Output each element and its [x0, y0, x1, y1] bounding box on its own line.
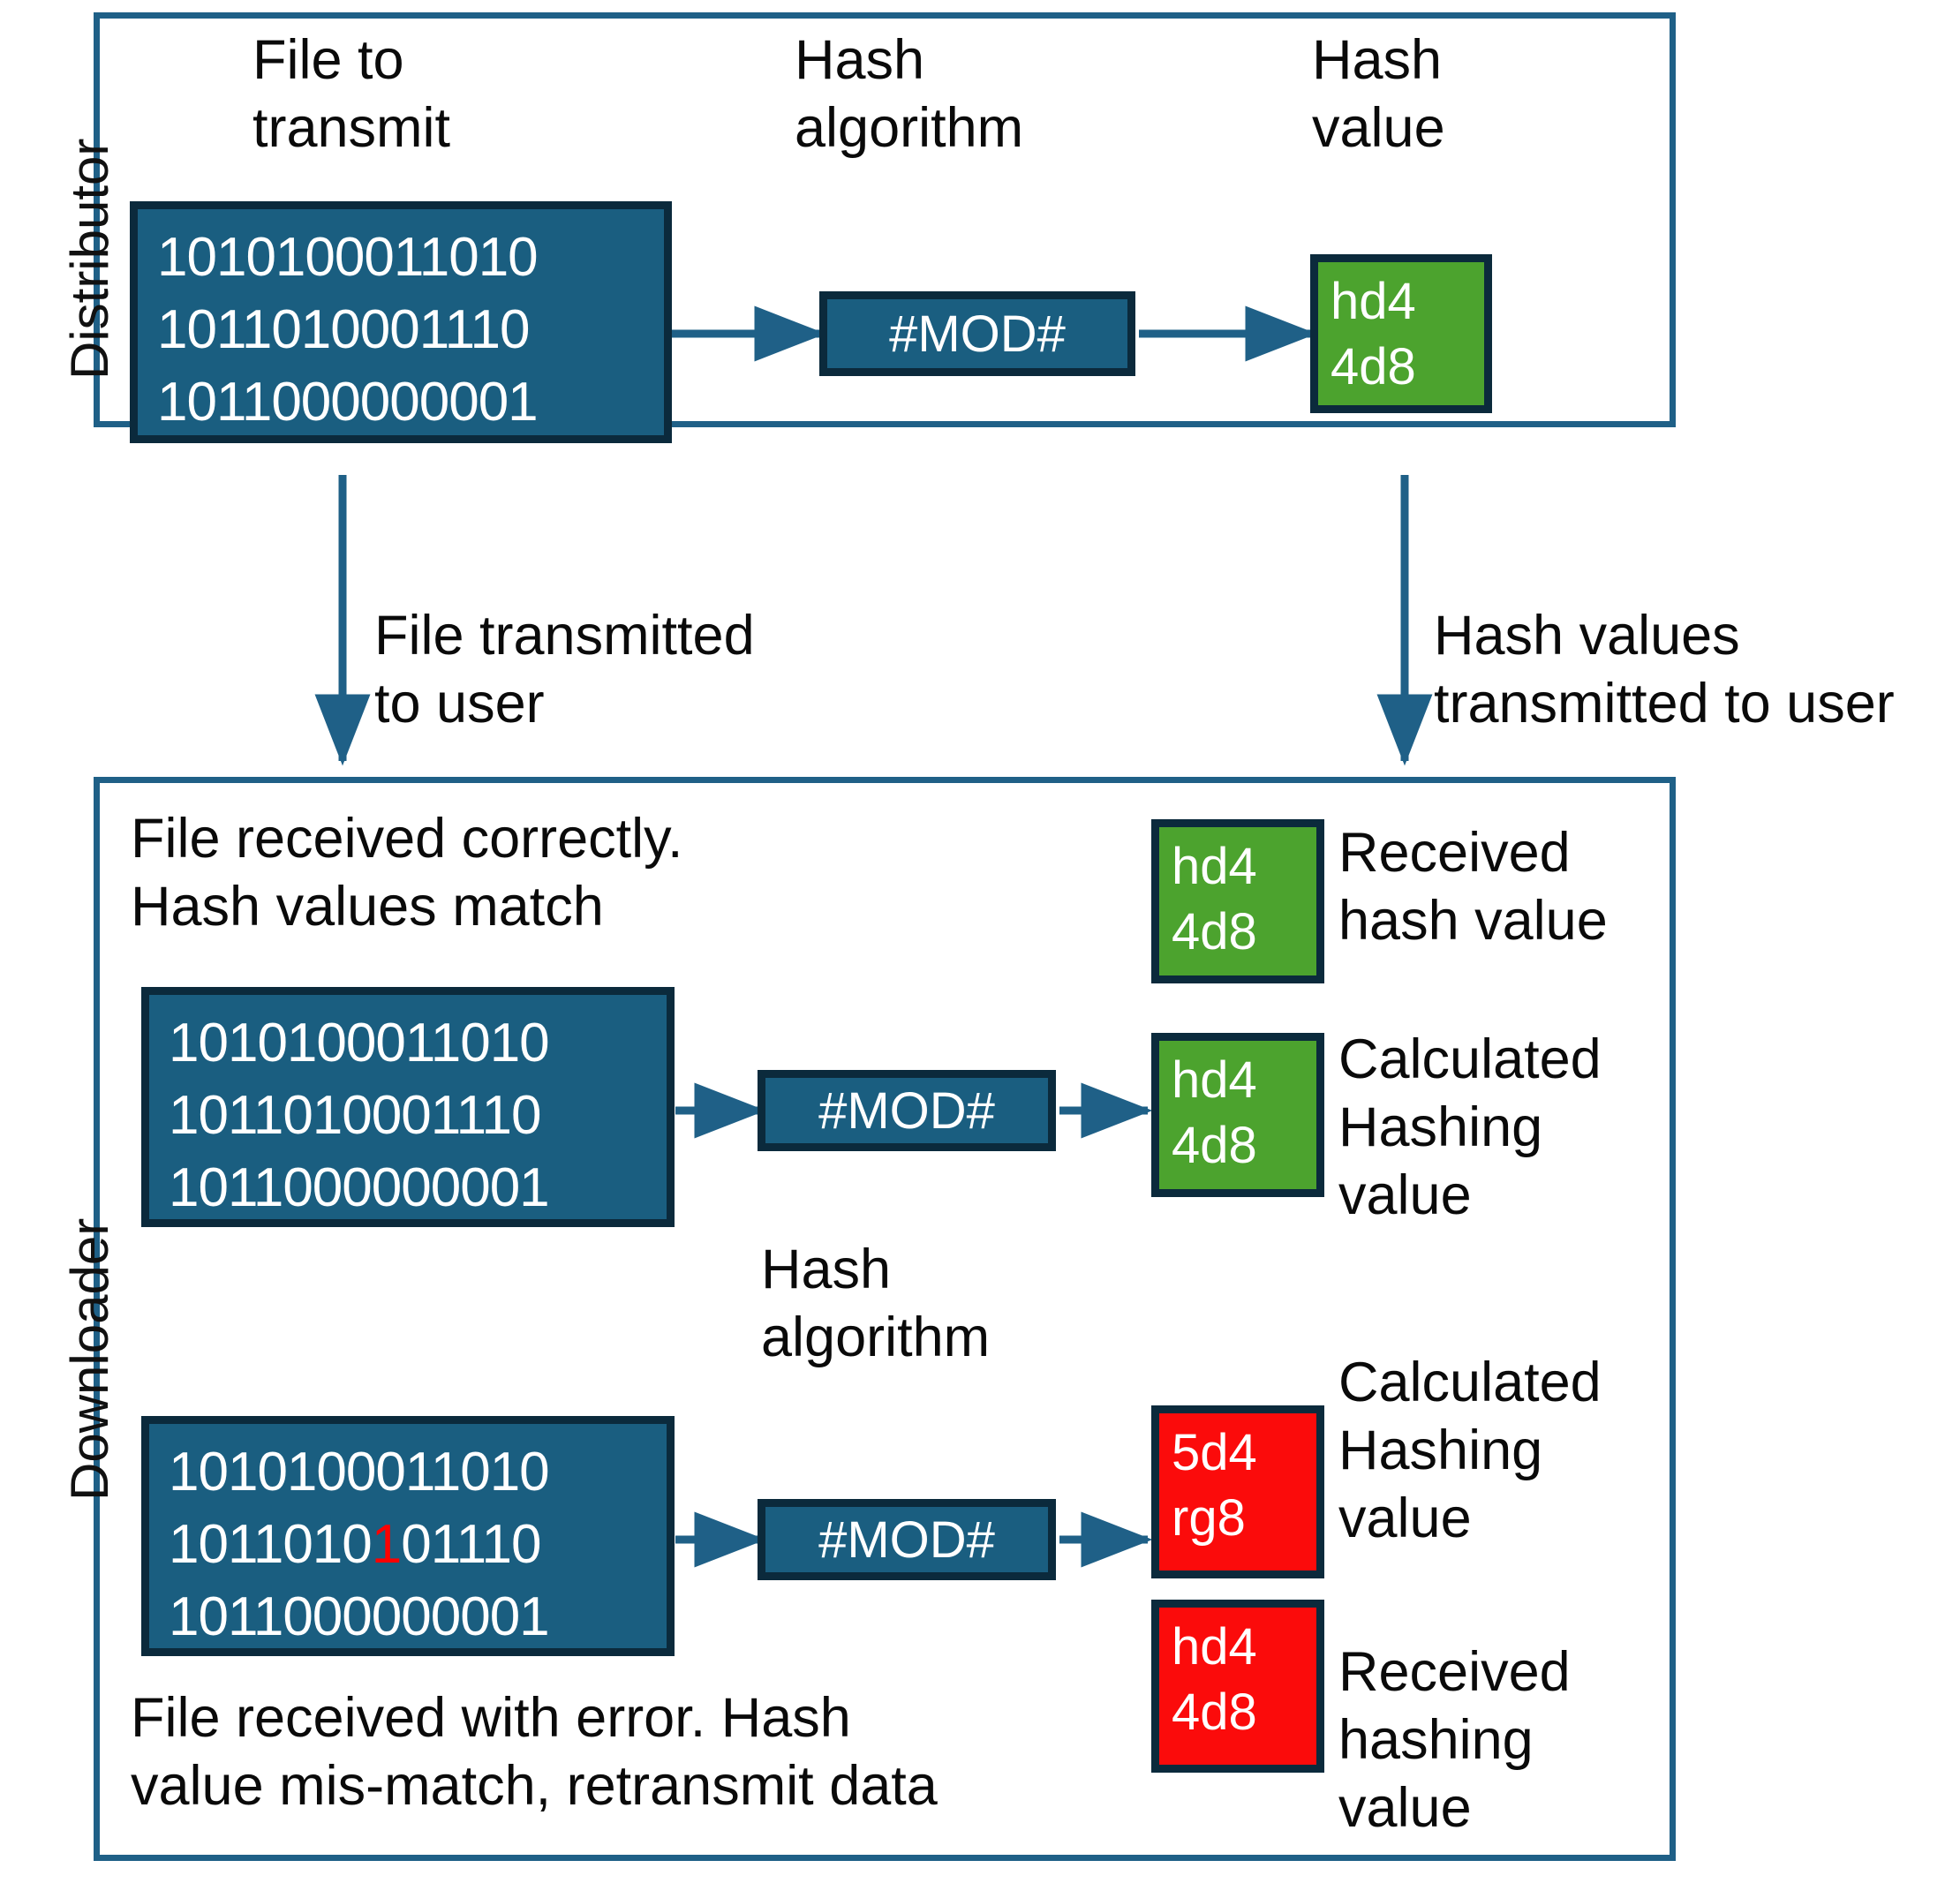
calculated-hash-value-box-ok: hd4 4d8: [1151, 1033, 1324, 1197]
status-file-received-with-error: File received with error. Hash value mis…: [131, 1687, 938, 1817]
heading-hash-value-distributor: Hash value: [1312, 29, 1445, 159]
file-data-box-distributor: 1010100011010 1011010001110 101100000000…: [130, 201, 672, 443]
lane-label-distributor: Distributor: [60, 138, 119, 380]
heading-hash-algorithm-distributor: Hash algorithm: [795, 29, 1024, 159]
mod-label-ok: #MOD#: [818, 1081, 995, 1140]
caption-received-hash-value: Received hash value: [1338, 822, 1608, 952]
heading-file-to-transmit: File to transmit: [253, 29, 451, 159]
hash-value-box-distributor: hd4 4d8: [1310, 254, 1492, 413]
hash-algorithm-box-distributor[interactable]: #MOD#: [819, 291, 1135, 376]
hash-algorithm-box-ok[interactable]: #MOD#: [758, 1070, 1056, 1151]
file-data-box-error: 1010100011010 1011010101110 101100000000…: [141, 1416, 675, 1656]
label-file-transmitted-to-user: File transmitted to user: [374, 605, 755, 734]
received-hash-value-box: hd4 4d8: [1151, 819, 1324, 983]
calculated-hash-value-box-error: 5d4 rg8: [1151, 1405, 1324, 1578]
file-data-error-suffix: 01110 1011000000001: [169, 1513, 550, 1647]
heading-hash-algorithm-downloader: Hash algorithm: [761, 1239, 991, 1368]
mod-label: #MOD#: [889, 305, 1066, 363]
caption-calculated-hashing-value-error: Calculated Hashing value: [1338, 1352, 1602, 1549]
label-hash-values-transmitted-to-user: Hash values transmitted to user: [1434, 605, 1895, 734]
caption-calculated-hashing-value-ok: Calculated Hashing value: [1338, 1028, 1602, 1226]
distributor-section-frame: [94, 12, 1676, 427]
lane-label-downloader: Downloader: [60, 1217, 119, 1501]
received-hash-value-box-error: hd4 4d8: [1151, 1600, 1324, 1773]
file-data-box-ok: 1010100011010 1011010001110 101100000000…: [141, 987, 675, 1227]
hash-algorithm-box-error[interactable]: #MOD#: [758, 1499, 1056, 1580]
error-bit: 1: [371, 1513, 402, 1575]
caption-received-hashing-value-error: Received hashing value: [1338, 1641, 1571, 1839]
status-file-received-correctly: File received correctly. Hash values mat…: [131, 808, 683, 938]
file-data-error-prefix: 1010100011010 1011010: [169, 1442, 550, 1575]
mod-label-error: #MOD#: [818, 1510, 995, 1569]
downloader-section-frame: [94, 777, 1676, 1861]
